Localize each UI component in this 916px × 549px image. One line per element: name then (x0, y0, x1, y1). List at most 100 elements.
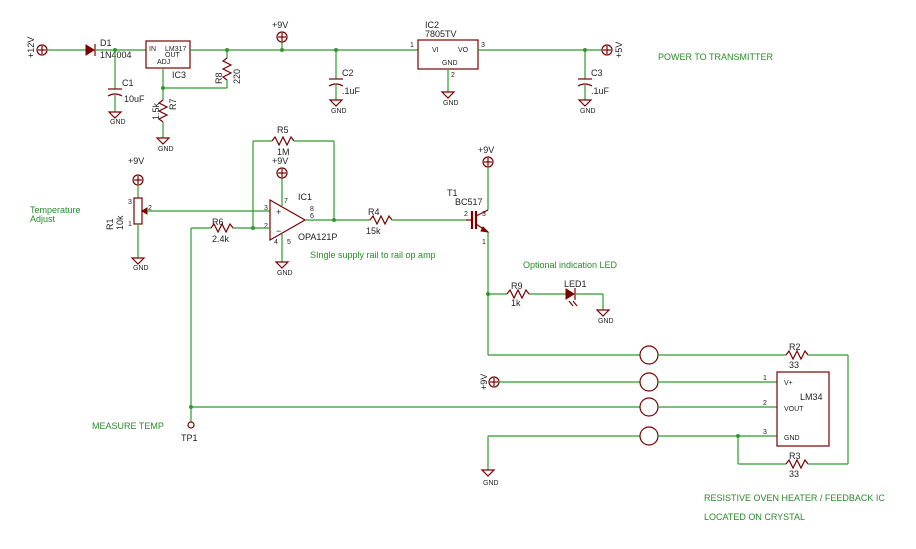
svg-text:+: + (276, 207, 281, 217)
lm34-gnd: GND (784, 435, 800, 442)
r3-value: 33 (789, 469, 799, 479)
resistor-r9: R9 1k (506, 281, 530, 308)
ic2-pin2: 2 (451, 72, 455, 79)
r7-name: R7 (168, 98, 178, 110)
plus9v-t1: +9V (478, 145, 494, 155)
driver-section: +9V T1 BC517 2 3 1 R9 1k (447, 145, 618, 355)
op-pin3: 3 (264, 205, 268, 212)
t1-pin1: 1 (482, 239, 486, 246)
supply-plus9v-r1: +9V (128, 156, 144, 186)
resistor-r3: R3 33 (785, 451, 809, 479)
gnd-ic2: GND (443, 100, 459, 107)
lm34-pin3: 3 (763, 429, 767, 436)
note-oven-heater: RESISTIVE OVEN HEATER / FEEDBACK IC (704, 493, 885, 503)
r1-value: 10k (115, 215, 125, 230)
plus9v-lm34: +9V (479, 374, 489, 390)
ic3-value: LM317 (165, 46, 187, 53)
ic1-name: IC1 (298, 192, 312, 202)
ground-c3: GND (577, 99, 596, 115)
ground-r7: GND (155, 137, 174, 153)
plus9v-rail: +9V (272, 20, 288, 30)
r6-name: R6 (212, 217, 224, 227)
connector-pad-4 (639, 426, 659, 446)
d1-name: D1 (100, 38, 112, 48)
ground-oven: GND (480, 469, 499, 487)
label-plus12v: +12V (26, 37, 36, 58)
d1-value: 1N4004 (100, 50, 132, 60)
connector-pad-3 (639, 397, 659, 417)
label-plus5v: +5V (614, 42, 624, 58)
opamp-section: +9V 3 1 2 R1 10k GND Temperature Adjust … (30, 125, 466, 407)
c3-value: .1uF (591, 86, 610, 96)
gnd-opamp: GND (277, 270, 293, 277)
ic2-pin1: 1 (410, 42, 414, 49)
r4-value: 15k (366, 226, 381, 236)
t1-pin2: 2 (464, 211, 468, 218)
resistor-r2: R2 33 (785, 342, 809, 370)
op-pin7: 7 (284, 198, 288, 205)
opamp-ic1: + − IC1 OPA121P 3 2 7 8 6 4 5 (264, 192, 337, 246)
c3-name: C3 (591, 68, 603, 78)
gnd-r7: GND (158, 146, 174, 153)
note-temperature-adjust-2: Adjust (30, 214, 56, 224)
note-located-on-crystal: LOCATED ON CRYSTAL (704, 512, 805, 522)
supply-plus9v-lm34: +9V (479, 374, 500, 390)
note-power-to-transmitter: POWER TO TRANSMITTER (658, 52, 774, 62)
ic3-name: IC3 (172, 70, 186, 80)
resistor-r6: R6 2.4k (210, 217, 234, 244)
connector-pad-2 (639, 372, 659, 392)
ground-r1: GND (130, 257, 149, 272)
note-measure-temp: MEASURE TEMP (92, 421, 164, 431)
gnd-c2: GND (331, 108, 347, 115)
r5-value: 1M (277, 147, 290, 157)
led-led1: LED1 (564, 279, 587, 307)
r6-value: 2.4k (212, 234, 230, 244)
ic2-pin3: 3 (481, 42, 485, 49)
t1-value: BC517 (455, 197, 483, 207)
led1-name: LED1 (564, 279, 587, 289)
r1-pin1: 1 (128, 221, 132, 228)
capacitor-c3: C3 .1uF (577, 48, 610, 100)
op-pin4: 4 (274, 239, 278, 246)
power-section: +12V D1 1N4004 C1 10uF GND IN (26, 20, 774, 153)
plus9v-opamp: +9V (272, 156, 288, 166)
c1-value: 10uF (124, 94, 145, 104)
plus9v-r1: +9V (128, 156, 144, 166)
resistor-r7: 1.5k R7 (151, 88, 178, 138)
resistor-r5: R5 1M (271, 125, 295, 157)
gnd-led: GND (598, 318, 614, 325)
note-optional-led: Optional indication LED (523, 260, 618, 270)
sensor-lm34: V+ VOUT GND LM34 1 2 3 (763, 371, 830, 447)
svg-text:−: − (276, 226, 281, 236)
ground-opamp: GND (274, 261, 293, 277)
ic2-gnd: GND (442, 60, 458, 67)
op-pin8: 8 (310, 206, 314, 213)
t1-pin3: 3 (482, 211, 486, 218)
r2-name: R2 (789, 342, 801, 352)
r1-pin2: 2 (148, 205, 152, 212)
r8-value: 220 (232, 69, 242, 84)
note-temperature-adjust-1: Temperature (30, 205, 81, 215)
c1-name: C1 (122, 78, 134, 88)
ground-ic2: GND (440, 91, 459, 107)
r4-name: R4 (368, 207, 380, 217)
ic3-out: OUT (165, 52, 181, 59)
ic2-name: IC2 (425, 20, 439, 30)
c2-value: .1uF (342, 86, 361, 96)
oven-section: R2 33 +9V GND V+ (92, 342, 885, 522)
connector-pad-1 (639, 345, 659, 365)
supply-plus5v: +5V (601, 42, 624, 58)
r1-pin3: 3 (128, 199, 132, 206)
lm34-name: LM34 (800, 392, 823, 402)
ground-c2: GND (328, 99, 347, 115)
op-pin6: 6 (310, 213, 314, 220)
gnd-oven: GND (483, 480, 499, 487)
capacitor-c1: C1 10uF (107, 50, 145, 112)
note-single-supply: SIngle supply rail to rail op amp (310, 250, 436, 260)
r8-name: R8 (214, 72, 224, 84)
lm34-pin1: 1 (763, 375, 767, 382)
gnd-c1: GND (110, 119, 126, 126)
ground-led: GND (595, 309, 614, 325)
op-pin2: 2 (264, 223, 268, 230)
